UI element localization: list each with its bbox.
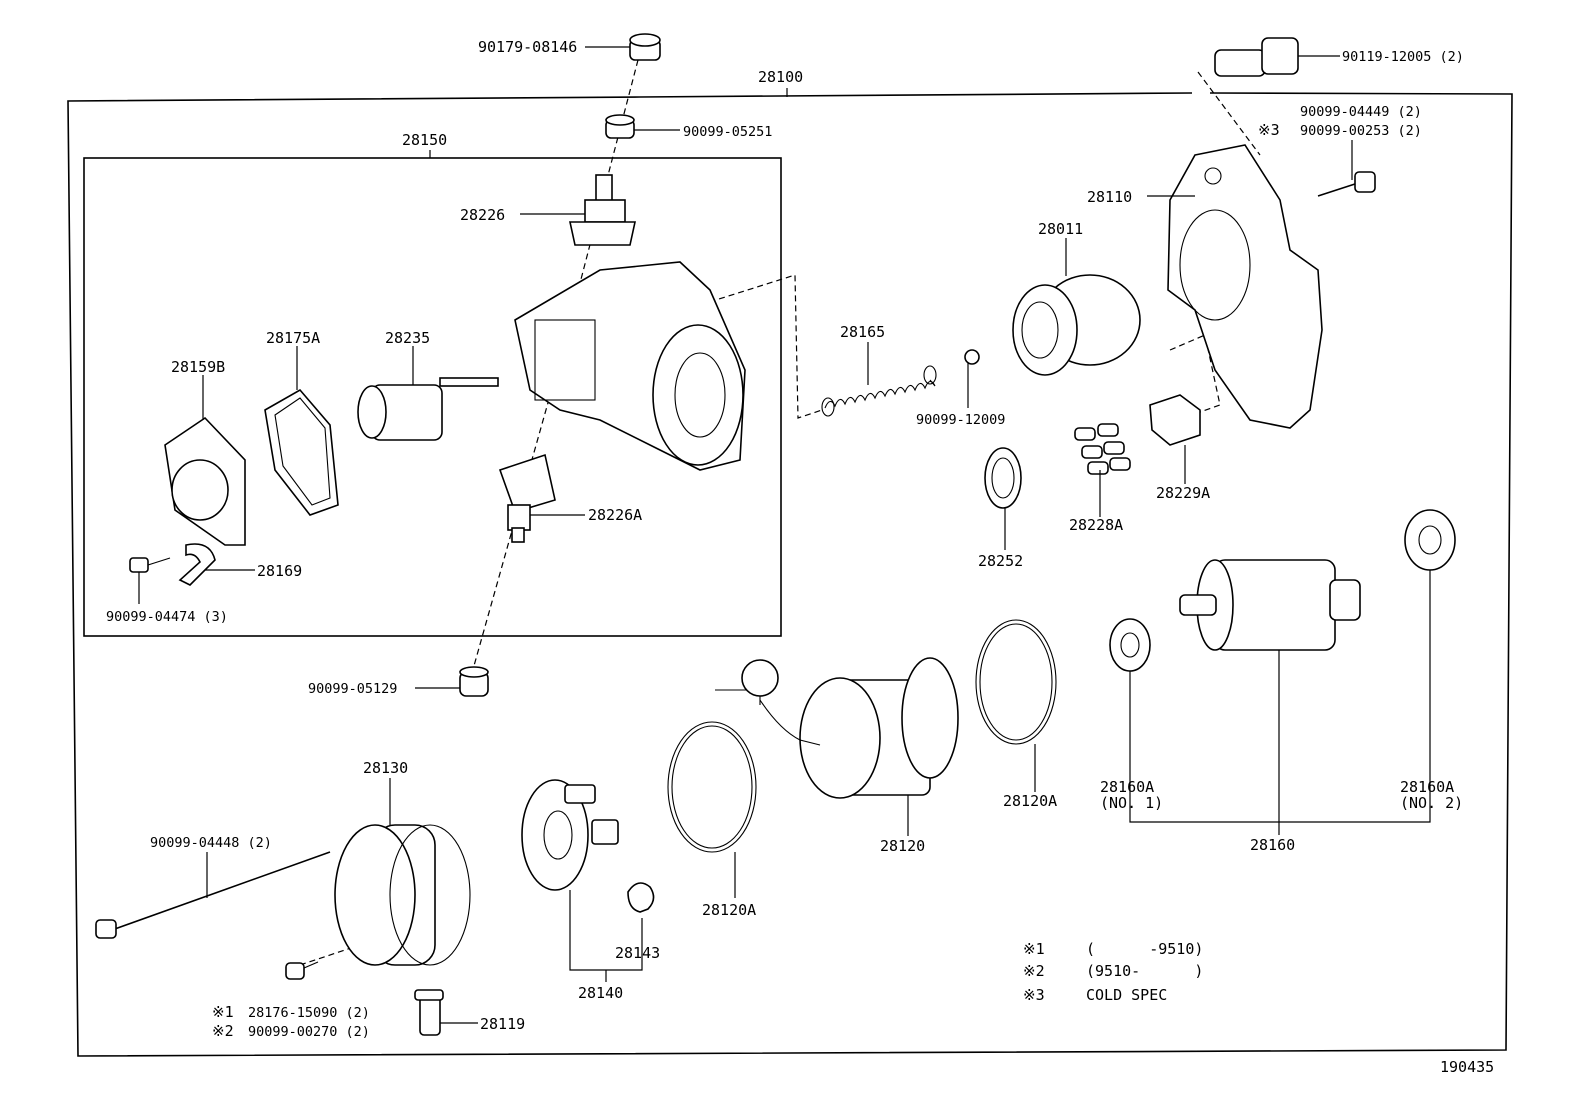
clip-28119-icon bbox=[414, 989, 444, 1036]
spring-28165-icon bbox=[824, 379, 936, 409]
legend-mark-2: ※2 bbox=[1023, 962, 1045, 980]
label-28176: 28176-15090 (2) bbox=[248, 1005, 370, 1021]
label-28130: 28130 bbox=[363, 759, 408, 777]
label-90179: 90179-08146 bbox=[478, 38, 577, 56]
legend-mark-1: ※1 bbox=[1023, 940, 1045, 958]
drive-housing-icon bbox=[514, 261, 746, 471]
yoke-28120-icon bbox=[715, 657, 959, 799]
armature-28160-icon bbox=[1179, 559, 1361, 651]
legend-text-2: (9510- ) bbox=[1086, 962, 1203, 980]
label-28120: 28120 bbox=[880, 837, 925, 855]
brush-holder-28140-icon bbox=[521, 779, 619, 891]
screw-04474-icon bbox=[129, 557, 171, 573]
label-05129: 90099-05129 bbox=[308, 681, 397, 697]
spring-28143-icon bbox=[627, 882, 655, 913]
label-00270: 90099-00270 (2) bbox=[248, 1024, 370, 1040]
leader-28160 bbox=[1129, 570, 1431, 823]
bearing-28160A-no2-icon bbox=[1404, 509, 1456, 571]
gear-28252-icon bbox=[984, 447, 1022, 509]
label-m3: ※3 bbox=[1258, 121, 1280, 139]
washer-05251-icon bbox=[605, 114, 635, 139]
diagram-id: 190435 bbox=[1440, 1058, 1494, 1076]
guide-line-bolt-right bbox=[1197, 71, 1261, 156]
label-28119: 28119 bbox=[480, 1015, 525, 1033]
retainer-28229A-icon bbox=[1149, 394, 1201, 446]
legend-mark-3: ※3 bbox=[1023, 986, 1045, 1004]
label-28175A: 28175A bbox=[266, 329, 320, 347]
label-28143: 28143 bbox=[615, 944, 660, 962]
frame-28100 bbox=[67, 92, 1513, 1057]
label-28160: 28160 bbox=[1250, 836, 1295, 854]
clamp-28169-icon bbox=[178, 543, 216, 586]
label-28252: 28252 bbox=[978, 552, 1023, 570]
bearing-28160A-no1-icon bbox=[1109, 618, 1151, 672]
frame-28150 bbox=[83, 157, 782, 637]
label-28100: 28100 bbox=[758, 68, 803, 86]
terminal-28226-icon bbox=[569, 174, 636, 246]
housing-28110-icon bbox=[1167, 144, 1323, 429]
boot-05129-icon bbox=[459, 666, 489, 697]
label-28110: 28110 bbox=[1087, 188, 1132, 206]
oring-28120A-right-icon bbox=[975, 619, 1057, 745]
rollers-28228A-icon bbox=[1074, 423, 1131, 475]
label-28120A-bottom: 28120A bbox=[702, 901, 756, 919]
label-28159B: 28159B bbox=[171, 358, 225, 376]
label-28150: 28150 bbox=[402, 131, 447, 149]
label-28226A: 28226A bbox=[588, 506, 642, 524]
legend: ※1 ( -9510) ※2 (9510- ) ※3 COLD SPEC bbox=[1023, 940, 1203, 1004]
guide-line-bracket bbox=[699, 274, 823, 419]
label-90119: 90119-12005 (2) bbox=[1342, 49, 1464, 65]
label-28226: 28226 bbox=[460, 206, 505, 224]
label-m2: ※2 bbox=[212, 1022, 234, 1040]
label-28165: 28165 bbox=[840, 323, 885, 341]
terminal-28226A-icon bbox=[498, 453, 556, 543]
label-04474: 90099-04474 (3) bbox=[106, 609, 228, 625]
legend-text-1: ( -9510) bbox=[1086, 940, 1203, 958]
plunger-28235-icon bbox=[357, 377, 499, 441]
legend-text-3: COLD SPEC bbox=[1086, 986, 1167, 1004]
label-28229A: 28229A bbox=[1156, 484, 1210, 502]
oring-28120A-bottom-icon bbox=[667, 721, 757, 853]
guide-line-top bbox=[469, 59, 639, 681]
through-bolt-04448-icon bbox=[95, 851, 331, 939]
label-28228A: 28228A bbox=[1069, 516, 1123, 534]
label-05251: 90099-05251 bbox=[683, 124, 772, 140]
clutch-28011-icon bbox=[1012, 274, 1141, 376]
end-frame-28130-icon bbox=[334, 824, 471, 966]
bolt-12005-icon bbox=[1214, 37, 1299, 77]
frame-28100-top-right bbox=[639, 92, 1193, 98]
label-28169: 28169 bbox=[257, 562, 302, 580]
label-28120A-right: 28120A bbox=[1003, 792, 1057, 810]
guide-line-clutch bbox=[1169, 334, 1221, 413]
ball-12009-icon bbox=[964, 349, 980, 365]
label-28160A-no1: 28160A bbox=[1100, 778, 1154, 796]
label-12009: 90099-12009 bbox=[916, 412, 1005, 428]
bolt-00253-icon bbox=[1317, 171, 1376, 197]
cover-28159B-icon bbox=[164, 416, 246, 546]
label-28235: 28235 bbox=[385, 329, 430, 347]
label-04448: 90099-04448 (2) bbox=[150, 835, 272, 851]
label-28160A-no2-sub: (NO. 2) bbox=[1400, 794, 1463, 812]
label-28160A-no2: 28160A bbox=[1400, 778, 1454, 796]
label-28140: 28140 bbox=[578, 984, 623, 1002]
label-04449: 90099-04449 (2) bbox=[1300, 104, 1422, 120]
nut-90179-icon bbox=[629, 33, 661, 61]
label-28011: 28011 bbox=[1038, 220, 1083, 238]
label-00253: 90099-00253 (2) bbox=[1300, 123, 1422, 139]
screw-28176-icon bbox=[285, 961, 319, 980]
label-28160A-no1-sub: (NO. 1) bbox=[1100, 794, 1163, 812]
label-m1: ※1 bbox=[212, 1003, 234, 1021]
